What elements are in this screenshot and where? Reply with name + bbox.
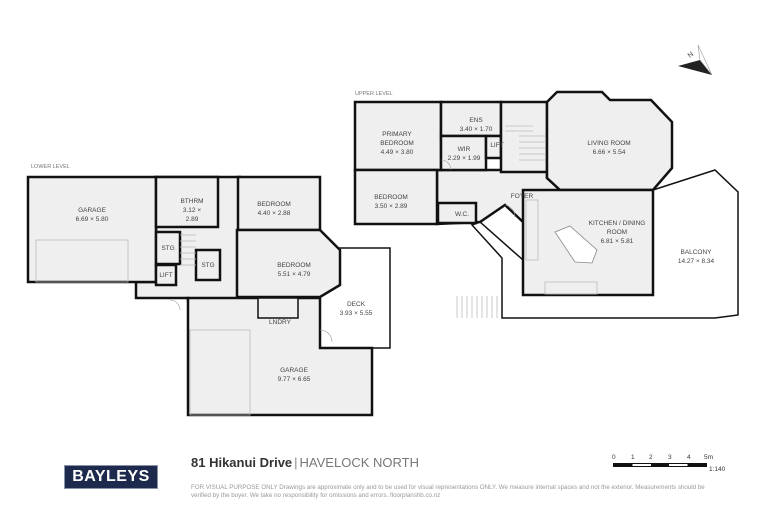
room-label: PRIMARY [382,131,412,138]
scale-tick: 2 [649,454,653,461]
room-label: STG [201,262,214,269]
wc [436,201,478,225]
room-dims: 5.51 × 4.79 [278,271,311,278]
wir [439,134,488,172]
room-dims: 3.93 × 5.55 [340,310,373,317]
room-label: ROOM [607,229,627,236]
scale-tick: 3 [668,454,672,461]
disclaimer: FOR VISUAL PURPOSE ONLY Drawings are app… [191,484,705,499]
room-dims: 3.40 × 1.70 [460,126,493,133]
bedroom-lower-1 [236,175,322,232]
room-dims: 2.89 [186,216,199,223]
room-label: DECK [347,301,366,308]
bayleys-logo: BAYLEYS [64,465,158,489]
room-label: BEDROOM [374,194,408,201]
lift-lower [154,263,178,287]
room-label: LIFT [159,272,172,279]
scale-tick: 4 [687,454,691,461]
scale-bar: 0 1 2 3 4 5m 1:140 [612,454,726,476]
bedroom-upper [353,168,439,226]
room-label: WIR [458,146,471,153]
room-label: ENS [469,117,483,124]
title-separator: | [294,455,298,470]
room-label: GARAGE [280,367,308,374]
floor-plan: LOWER LEVEL GARAGE 6.69 × 5.80 BTHRM 3.1… [26,44,739,417]
lower-level-label: LOWER LEVEL [31,164,70,170]
room-label: KITCHEN / DINING [589,220,646,227]
room-label: BEDROOM [257,201,291,208]
room-label: LIFT [490,142,503,149]
room-dims: 6.66 × 5.54 [593,149,626,156]
lower-garage-2-room [186,296,374,417]
scale-ratio: 1:140 [709,466,726,473]
room-dims: 9.77 × 6.65 [278,376,311,383]
living-room [545,90,674,192]
room-dims: 3.50 × 2.89 [375,203,408,210]
property-title: 81 Hikanui Drive|HAVELOCK NORTH [191,455,419,470]
room-label: BALCONY [680,249,712,256]
room-label: GARAGE [78,207,106,214]
room-label: LIVING ROOM [587,140,630,147]
lower-level: GARAGE 6.69 × 5.80 BTHRM 3.12 × 2.89 BED… [26,175,391,417]
room-dims: 14.27 × 8.34 [678,258,715,265]
stairs-upper [499,100,549,174]
scale-bar-graphic [613,463,707,467]
room-dims: 6.81 × 5.81 [601,238,634,245]
north-label: N [687,51,695,60]
room-dims: 2.29 × 1.99 [448,155,481,162]
property-suburb: HAVELOCK NORTH [299,455,419,470]
scale-tick: 5m [704,454,714,461]
room-dims: 4.49 × 3.80 [381,149,414,156]
room-label: FOYER [511,193,534,200]
scale-tick: 1 [631,454,635,461]
north-arrow-icon: N [678,44,713,76]
laundry [257,297,299,319]
bathroom [154,175,220,229]
upper-level-label: UPPER LEVEL [355,91,393,97]
room-dims: 6.69 × 5.80 [76,216,109,223]
room-label: LNDRY [269,319,292,326]
lower-garage-room [26,175,158,284]
stg-1 [154,230,182,266]
property-address: 81 Hikanui Drive [191,455,293,470]
room-label: STG [161,245,174,252]
upper-level: PRIMARY BEDROOM 4.49 × 3.80 ENS 3.40 × 1… [353,90,739,319]
room-dims: 3.12 × [183,207,201,214]
room-label: BEDROOM [380,140,414,147]
room-label: BTHRM [180,198,203,205]
room-label: BEDROOM [277,262,311,269]
scale-tick: 0 [612,454,616,461]
room-label: W.C. [455,211,469,218]
room-dims: 4.40 × 2.88 [258,210,291,217]
